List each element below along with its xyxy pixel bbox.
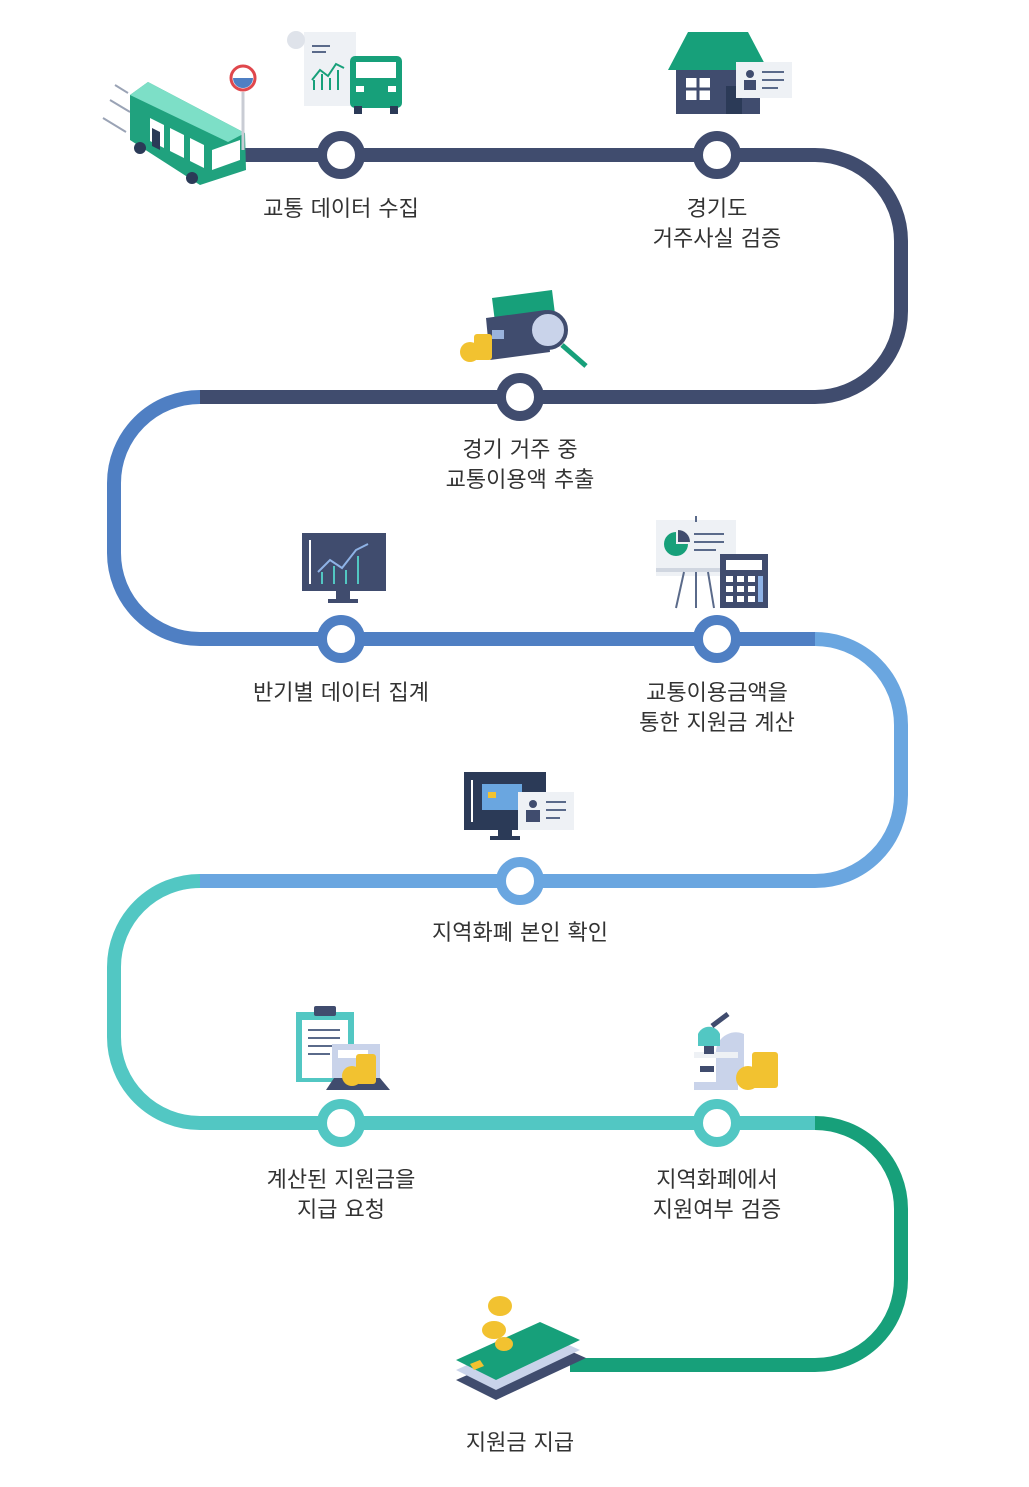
milestone-ring (317, 1099, 365, 1147)
board-calculator-icon (656, 516, 768, 609)
step-label-line: 거주사실 검증 (652, 227, 782, 252)
path-segment-blue (107, 390, 815, 646)
step-label-traffic-data-collection: 교통 데이터 수집 (191, 195, 491, 225)
milestones (317, 131, 741, 1147)
milestone-ring (317, 131, 365, 179)
milestone-ring (496, 857, 544, 905)
path-segment-navy (200, 148, 908, 404)
bus-icon (102, 64, 257, 192)
microscope-coins-icon (694, 1012, 778, 1090)
step-label-line: 지급 요청 (297, 1198, 385, 1223)
step-label-line: 지역화폐에서 (656, 1168, 778, 1193)
step-label-usage-extraction: 경기 거주 중 교통이용액 추출 (370, 436, 670, 496)
step-label-line: 교통이용금액을 (646, 681, 788, 706)
monitor-id-card-icon (464, 772, 574, 840)
step-label-line: 교통이용액 추출 (445, 468, 595, 493)
step-label-line: 경기도 (686, 197, 748, 222)
card-magnifier-icon (460, 290, 588, 368)
path-segment-green (570, 1116, 908, 1372)
flow-path (107, 148, 908, 1372)
milestone-ring (693, 131, 741, 179)
step-label-line: 통한 지원금 계산 (639, 711, 795, 736)
step-label-subsidy-payment: 지원금 지급 (370, 1429, 670, 1459)
step-label-line: 계산된 지원금을 (266, 1168, 416, 1193)
path-segment-teal (107, 874, 815, 1130)
milestone-ring (496, 373, 544, 421)
step-label-payment-request: 계산된 지원금을 지급 요청 (191, 1166, 491, 1226)
step-label-line: 지원여부 검증 (652, 1198, 782, 1223)
card-coins-payment-icon (456, 1296, 586, 1400)
step-label-line: 지역화폐 본인 확인 (432, 921, 608, 946)
clipboard-coins-icon (296, 1006, 390, 1090)
step-label-line: 지원금 지급 (465, 1431, 575, 1456)
milestone-ring (317, 615, 365, 663)
house-residence-check-icon (668, 32, 792, 114)
step-label-eligibility-verification: 지역화폐에서 지원여부 검증 (567, 1166, 867, 1226)
milestone-ring (693, 1099, 741, 1147)
milestone-ring (693, 615, 741, 663)
step-label-line: 경기 거주 중 (462, 438, 578, 463)
step-label-identity-check: 지역화폐 본인 확인 (370, 919, 670, 949)
step-label-subsidy-calculation: 교통이용금액을 통한 지원금 계산 (567, 679, 867, 739)
step-label-residence-verification: 경기도 거주사실 검증 (567, 195, 867, 255)
step-label-half-year-aggregation: 반기별 데이터 집계 (191, 679, 491, 709)
monitor-chart-icon (302, 533, 386, 603)
bus-data-collection-icon (287, 31, 402, 114)
path-segment-light-blue (200, 632, 908, 888)
step-label-line: 반기별 데이터 집계 (253, 681, 429, 706)
step-label-line: 교통 데이터 수집 (263, 197, 419, 222)
